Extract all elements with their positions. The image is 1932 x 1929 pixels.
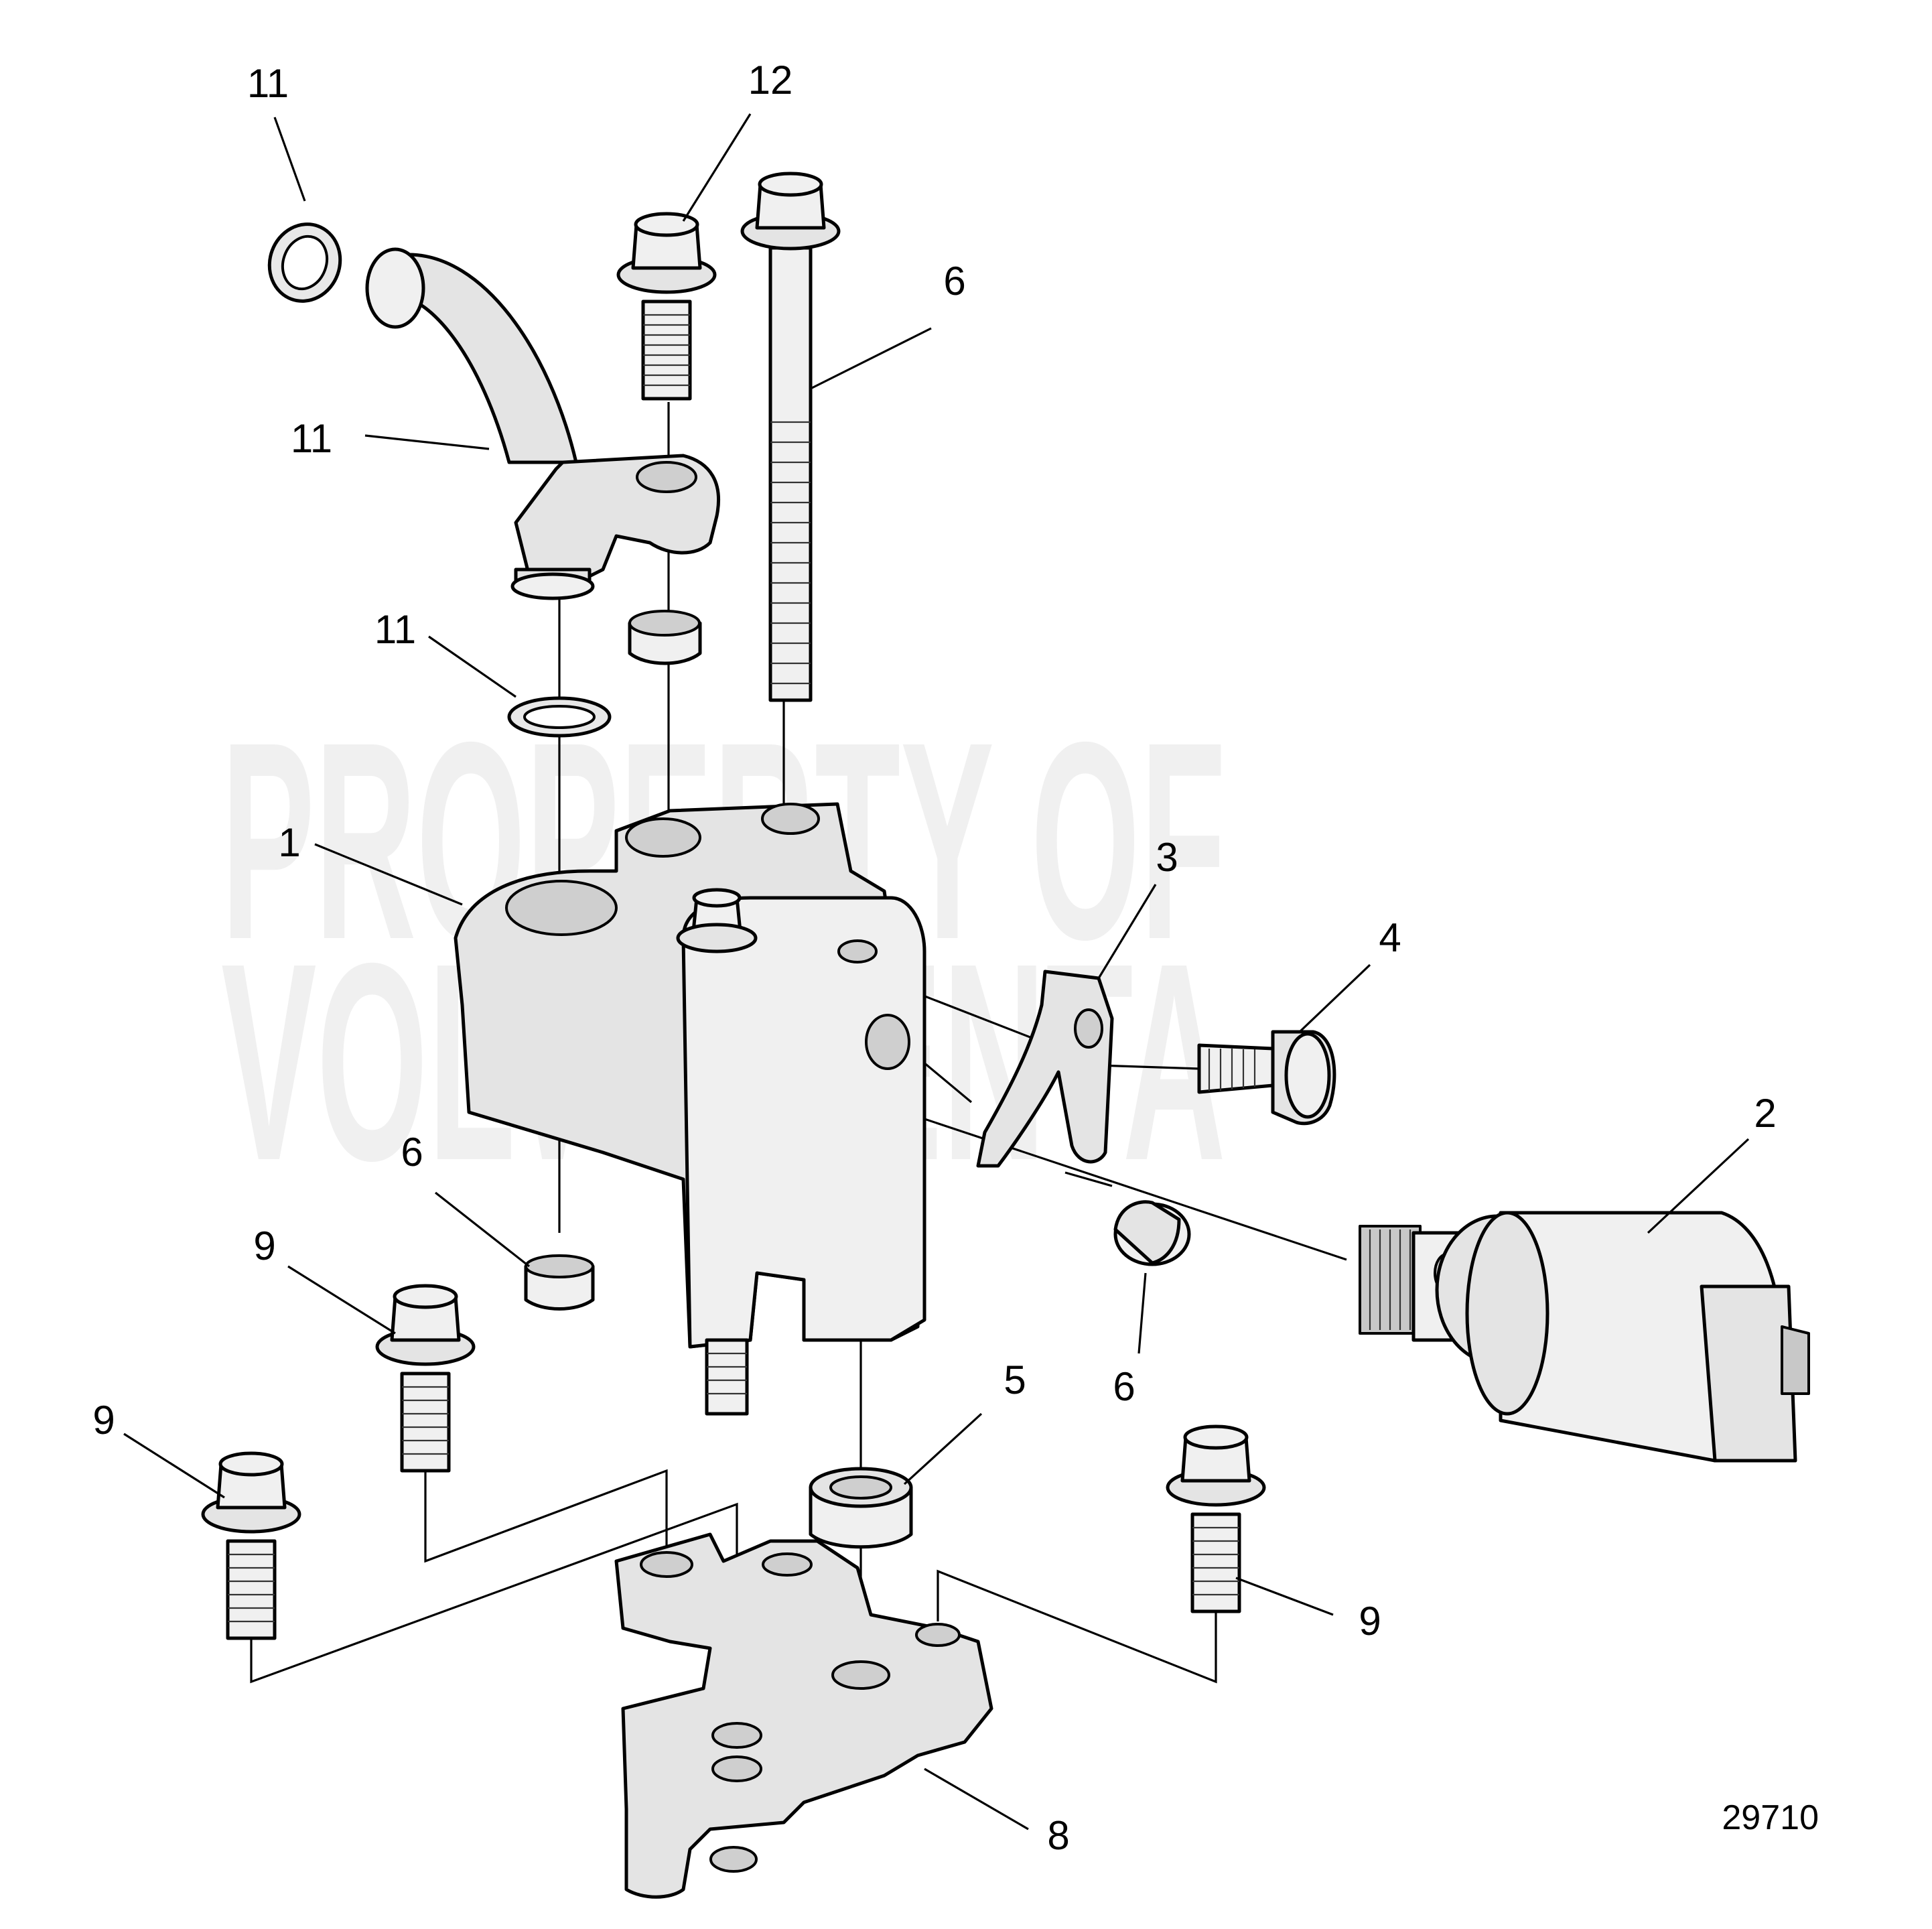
callout-11-lower: 11 <box>374 607 416 652</box>
bushing <box>809 1467 913 1549</box>
callout-6-left: 6 <box>401 1130 423 1175</box>
callout-3: 3 <box>1156 835 1178 880</box>
sleeve-upper <box>628 610 702 665</box>
callout-2: 2 <box>1754 1091 1776 1136</box>
flange-bolt-9-a <box>375 1284 476 1473</box>
flange-bolt-9-c <box>1166 1424 1266 1613</box>
sleeve-lower <box>524 1254 595 1311</box>
solenoid-valve <box>1359 1211 1810 1463</box>
callout-4: 4 <box>1379 915 1401 960</box>
callout-9-lower-left: 9 <box>92 1398 115 1443</box>
cap-screw <box>1197 1030 1336 1126</box>
callout-8: 8 <box>1047 1813 1069 1858</box>
callout-7: 6 <box>943 259 965 304</box>
drawing-number: 29710 <box>1722 1798 1819 1837</box>
callout-12: 12 <box>748 58 793 103</box>
base-plate <box>614 1532 993 1899</box>
sealing-cap-right <box>1113 1200 1191 1266</box>
callout-labels: 11 12 6 11 11 1 3 4 2 6 6 5 9 9 9 8 <box>92 58 1776 1858</box>
valve-housing <box>454 802 926 1416</box>
flange-bolt-short <box>616 212 717 401</box>
oil-pipe-with-bracket <box>365 247 721 600</box>
callout-6-right: 6 <box>1113 1364 1135 1409</box>
callout-9-upper-left: 9 <box>253 1223 275 1268</box>
callout-11-top: 11 <box>247 61 289 106</box>
callout-9-right: 9 <box>1359 1599 1381 1644</box>
callout-leaders <box>123 113 1750 1831</box>
flange-bolt-9-b <box>201 1451 301 1640</box>
long-stud-bolt <box>740 172 841 702</box>
retaining-fork <box>976 970 1114 1168</box>
o-ring-top <box>267 222 342 303</box>
callout-5: 5 <box>1004 1357 1026 1402</box>
o-ring-lower <box>507 696 612 738</box>
callout-10: 11 <box>291 416 332 461</box>
callout-1: 1 <box>278 820 300 865</box>
